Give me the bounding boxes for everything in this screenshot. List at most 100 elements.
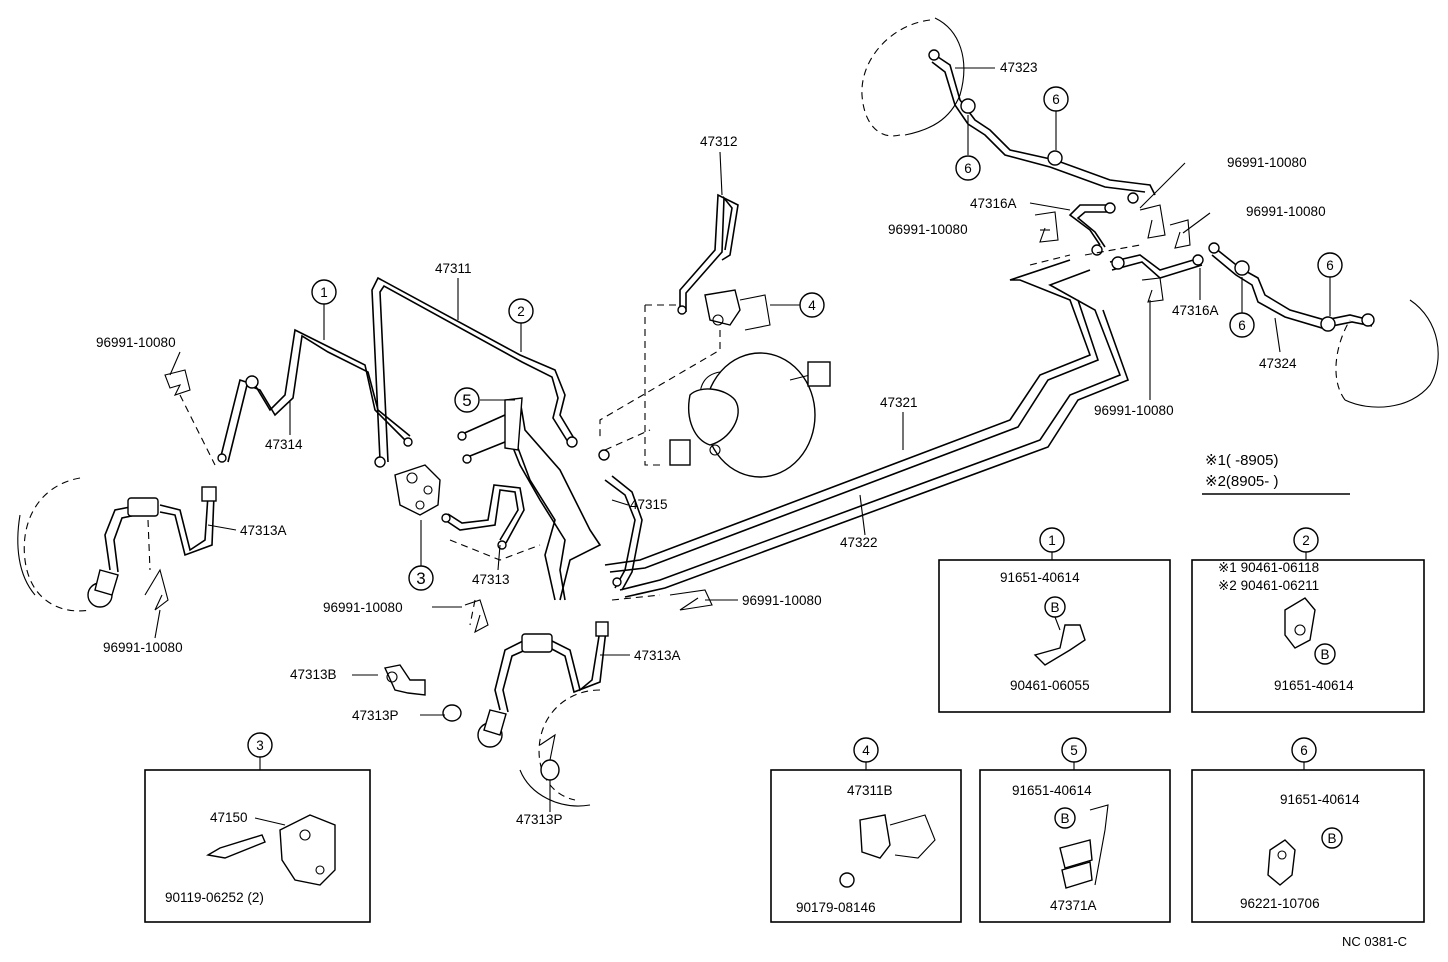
callout-label-6d: 6 (1238, 318, 1246, 333)
pipe-47316A-top (1068, 202, 1116, 256)
label-clip-center-r: 96991-10080 (742, 593, 822, 608)
label-clip-tr2: 96991-10080 (1246, 204, 1326, 219)
callout-label-2: 2 (517, 304, 525, 319)
clip-left-top (164, 369, 191, 396)
box2-bolt: B (1320, 647, 1329, 662)
pipe-47316A-right (1109, 254, 1204, 279)
gasket-47313P-a (442, 704, 462, 722)
label-47323: 47323 (1000, 60, 1038, 75)
label-47311: 47311 (435, 261, 472, 276)
valve-47311B-installed (704, 289, 771, 331)
label-clip-tr1: 96991-10080 (1227, 155, 1307, 170)
callout-2-main: 2 (508, 298, 534, 324)
label-47316A-top: 47316A (970, 196, 1017, 211)
label-47322: 47322 (840, 535, 878, 550)
callout-label-4: 4 (808, 298, 816, 313)
label-clip-mid: 96991-10080 (888, 222, 968, 237)
pipe-47322 (619, 269, 1130, 598)
label-47313A-left: 47313A (240, 523, 287, 538)
clip-left-bot (144, 568, 169, 611)
pipe-47313 (441, 484, 525, 550)
legend-line-1: ※1( -8905) (1205, 452, 1278, 469)
label-47315: 47315 (630, 497, 668, 512)
box5-number: 5 (1070, 743, 1078, 758)
callout-label-6a: 6 (1052, 92, 1060, 107)
pipe-47324 (1208, 242, 1375, 332)
detail-box-6: 6 91651-40614 B 96221-10706 (1191, 737, 1425, 923)
flex-hose-47313A-mid (477, 621, 609, 748)
box6-part-b: 96221-10706 (1240, 896, 1320, 911)
callout-4-main: 4 (799, 292, 825, 318)
wheel-outline-rear-right (861, 17, 965, 137)
box1-part-b: 90461-06055 (1010, 678, 1090, 693)
label-clip-center: 96991-10080 (323, 600, 403, 615)
box2-number: 2 (1302, 533, 1310, 548)
box6-part-a: 91651-40614 (1280, 792, 1360, 807)
callout-label-3: 3 (416, 569, 425, 588)
box1-part-a: 91651-40614 (1000, 570, 1080, 585)
label-47316A-right: 47316A (1172, 303, 1219, 318)
pipe-47323 (928, 49, 1156, 204)
clip-mid (1034, 211, 1059, 243)
clip-tr1 (1139, 204, 1166, 239)
label-clip-right: 96991-10080 (1094, 403, 1174, 418)
detail-box-1: 1 91651-40614 B 90461-06055 (938, 527, 1171, 713)
box6-number: 6 (1300, 743, 1308, 758)
callout-1-main: 1 (311, 279, 337, 305)
wheel-outline-front-left (17, 477, 91, 612)
label-47321: 47321 (880, 395, 918, 410)
box3-part-b: 90119-06252 (2) (165, 890, 264, 905)
booster-dashed-lines (147, 244, 1141, 626)
pipe-47315 (457, 397, 643, 601)
label-47314: 47314 (265, 437, 303, 452)
label-47313B: 47313B (290, 667, 337, 682)
box4-part-a: 47311B (847, 783, 893, 798)
detail-box-5: 5 91651-40614 B 47371A (979, 737, 1171, 923)
callout-3-main: 3 (408, 565, 434, 591)
callout-label-1: 1 (320, 285, 328, 300)
legend-line-2: ※2(8905- ) (1205, 473, 1278, 490)
pipe-47321 (604, 259, 1099, 573)
label-47312: 47312 (700, 134, 738, 149)
leader-lines (154, 67, 1331, 812)
proportioning-valve (394, 464, 441, 516)
pipe-47314 (217, 328, 413, 463)
wheel-outline-front-right (519, 689, 601, 807)
label-clip-left-top: 96991-10080 (96, 335, 176, 350)
label-47324: 47324 (1259, 356, 1297, 371)
detail-box-2: 2 ※1 90461-06118 ※2 90461-06211 B 91651-… (1191, 527, 1425, 713)
clip-center (464, 599, 489, 634)
callout-6-d: 6 (1229, 312, 1255, 338)
legend: ※1( -8905) ※2(8905- ) (1202, 452, 1350, 495)
pipe-47311 (371, 276, 578, 468)
callout-5-main: 5 (454, 387, 480, 413)
box4-number: 4 (862, 743, 870, 758)
brake-booster (669, 352, 831, 478)
detail-box-3: 3 47150 90119-06252 (2) (144, 732, 371, 923)
diagram-id: NC 0381-C (1342, 934, 1407, 949)
box6-bolt: B (1327, 831, 1336, 846)
box2-part-b: ※2 90461-06211 (1218, 578, 1319, 593)
box5-part-a: 91651-40614 (1012, 783, 1092, 798)
label-47313P-b: 47313P (516, 812, 563, 827)
callout-label-6b: 6 (964, 161, 972, 176)
box3-number: 3 (256, 738, 264, 753)
union-bolt-47313B (383, 664, 426, 696)
pipe-47312 (677, 193, 739, 315)
clip-center-r (669, 589, 713, 611)
flex-hose-47313A-left (87, 486, 217, 608)
box1-bolt: B (1050, 600, 1059, 615)
box5-part-b: 47371A (1050, 898, 1097, 913)
callout-label-5: 5 (462, 391, 471, 410)
gasket-47313P-b (540, 759, 560, 781)
clip-right (1141, 277, 1164, 303)
clip-tr2 (1169, 219, 1191, 249)
detail-box-4: 4 47311B 90179-08146 (770, 737, 962, 923)
label-clip-left-bot: 96991-10080 (103, 640, 183, 655)
box5-bolt: B (1060, 811, 1069, 826)
box3-part-a: 47150 (210, 810, 248, 825)
box1-number: 1 (1048, 533, 1056, 548)
label-47313A-mid: 47313A (634, 648, 681, 663)
box2-part-a: ※1 90461-06118 (1218, 560, 1319, 575)
